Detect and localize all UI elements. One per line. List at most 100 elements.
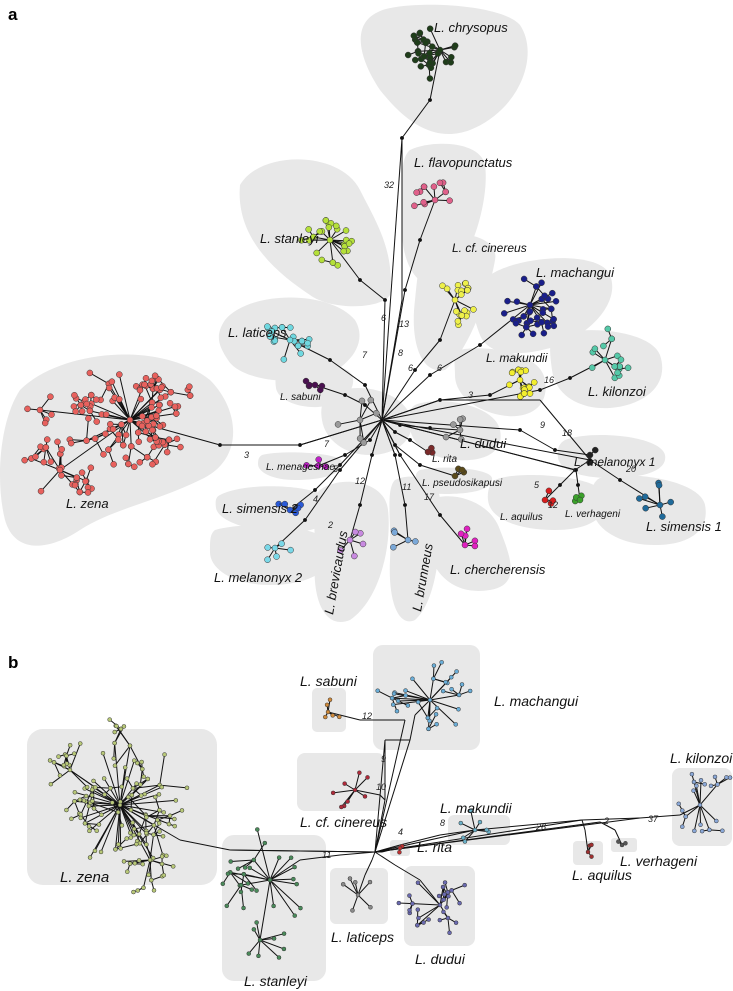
haplotype-node-b-dudui bbox=[437, 917, 443, 923]
network-edge bbox=[414, 699, 431, 716]
haplotype-node-b-dudui bbox=[441, 897, 446, 902]
haplotype-node-b-zena bbox=[67, 742, 73, 748]
network-edge bbox=[589, 459, 621, 481]
haplotype-node-b-zena bbox=[139, 759, 144, 765]
haplotype-node-b-machangui bbox=[427, 697, 433, 703]
haplotype-node-zena bbox=[47, 458, 55, 465]
haplotype-node-zena bbox=[24, 405, 31, 413]
step-label: 12 bbox=[355, 476, 365, 486]
network-edge bbox=[86, 418, 89, 441]
haplotype-node-b-zena bbox=[115, 809, 121, 815]
haplotype-node-b-machangui bbox=[440, 688, 446, 694]
network-edge bbox=[381, 419, 591, 461]
network-edge bbox=[399, 834, 441, 846]
haplotype-node-b-zena bbox=[112, 740, 117, 746]
haplotype-node-laticeps bbox=[298, 337, 306, 345]
haplotype-node-b-zena bbox=[122, 765, 128, 770]
network-edge bbox=[639, 814, 681, 819]
haplotype-node-makundii bbox=[516, 376, 524, 384]
haplotype-node-b-dudui bbox=[442, 880, 448, 885]
network-edge bbox=[404, 239, 421, 291]
haplotype-node-zena bbox=[102, 411, 110, 418]
haplotype-node-zena bbox=[42, 444, 50, 451]
haplotype-node-b-stanleyi bbox=[241, 905, 246, 911]
step-label: 11 bbox=[322, 850, 331, 860]
haplotype-node-flavopunctatus bbox=[411, 202, 418, 210]
haplotype-node-b-zena bbox=[156, 792, 162, 797]
haplotype-node-b-kilonzoi bbox=[676, 801, 681, 807]
haplotype-node-zena bbox=[58, 446, 65, 453]
haplotype-node-b-zena bbox=[86, 803, 92, 809]
haplotype-node-chercherensis bbox=[471, 542, 479, 550]
haplotype-node-b-zena bbox=[77, 741, 83, 746]
haplotype-node-b-dudui bbox=[396, 900, 402, 906]
haplotype-node-melanonyx2 bbox=[264, 544, 271, 551]
haplotype-node-brunneus bbox=[390, 543, 397, 551]
haplotype-node-b-stanleyi bbox=[228, 859, 233, 864]
haplotype-node-b-stanleyi bbox=[298, 905, 303, 911]
haplotype-node-brunneus bbox=[391, 529, 398, 536]
network-edge bbox=[134, 824, 154, 830]
network-edge bbox=[119, 804, 164, 813]
network-edge bbox=[130, 795, 133, 811]
haplotype-node-b-stanleyi bbox=[281, 946, 287, 952]
haplotype-node-verhageni bbox=[576, 496, 584, 504]
network-edge bbox=[329, 359, 366, 386]
network-edge bbox=[53, 762, 61, 776]
haplotype-node-kilonzoi bbox=[608, 335, 615, 343]
haplotype-node-b-zena bbox=[48, 781, 54, 787]
haplotype-node-b-kilonzoi bbox=[691, 788, 696, 793]
haplotype-node-b-dudui bbox=[421, 920, 426, 925]
network-edge bbox=[103, 778, 121, 806]
network-edge bbox=[699, 804, 710, 831]
network-edge bbox=[693, 804, 701, 831]
step-label: 32 bbox=[384, 180, 394, 190]
network-edge bbox=[149, 859, 152, 881]
haplotype-node-b-stanleyi bbox=[247, 865, 253, 871]
haplotype-node-b-dudui bbox=[449, 888, 454, 893]
haplotype-node-b-machangui bbox=[375, 688, 380, 693]
haplotype-node-zena bbox=[134, 429, 142, 436]
haplotype-node-kilonzoi bbox=[600, 342, 607, 350]
haplotype-node-zena bbox=[78, 469, 86, 476]
network-edge bbox=[329, 239, 361, 281]
network-edge bbox=[699, 780, 702, 806]
network-edge bbox=[40, 469, 61, 492]
network-edge bbox=[120, 424, 124, 446]
haplotype-node-b-zena bbox=[167, 813, 173, 819]
haplotype-node-b-zena bbox=[111, 756, 117, 761]
network-edge bbox=[529, 304, 552, 310]
haplotype-node-flavopunctatus bbox=[436, 179, 444, 187]
network-edge bbox=[269, 879, 296, 916]
step-label: 7 bbox=[324, 439, 330, 449]
network-edge bbox=[271, 331, 291, 341]
haplotype-node-simensis1 bbox=[655, 482, 663, 489]
haplotype-node-stanleyi bbox=[334, 262, 341, 269]
step-label: 7 bbox=[362, 350, 368, 360]
network-edge bbox=[374, 719, 406, 853]
haplotype-node-zena bbox=[92, 396, 100, 403]
haplotype-node-b-zena bbox=[107, 717, 112, 722]
panel-a-labels: L. chrysopus L. flavopunctatus L. stanle… bbox=[66, 20, 722, 616]
label-b-aquilus: L. aquilus bbox=[572, 867, 632, 883]
median-vector-node bbox=[392, 442, 398, 448]
haplotype-node-b-zena bbox=[69, 816, 74, 822]
network-edge bbox=[447, 917, 451, 933]
haplotype-node-b-stanleyi bbox=[292, 864, 297, 870]
haplotype-node-b-machangui bbox=[403, 693, 408, 698]
step-label: 12 bbox=[548, 500, 558, 510]
haplotype-node-zena bbox=[41, 419, 49, 427]
step-label: 20 bbox=[625, 464, 636, 474]
haplotype-node-chercherensis bbox=[457, 530, 465, 538]
haplotype-node-b-zena bbox=[170, 864, 176, 869]
panel-a-nodes bbox=[21, 25, 674, 563]
step-label: 6 bbox=[437, 363, 442, 373]
haplotype-node-zena bbox=[148, 377, 156, 385]
haplotype-node-chrysopus bbox=[412, 56, 419, 64]
median-vector-node bbox=[337, 467, 343, 473]
network-edge bbox=[429, 699, 457, 725]
network-edge bbox=[304, 469, 341, 521]
haplotype-node-b-zena bbox=[81, 798, 87, 803]
haplotype-node-b-laticeps bbox=[347, 876, 353, 881]
network-edge bbox=[371, 851, 376, 861]
